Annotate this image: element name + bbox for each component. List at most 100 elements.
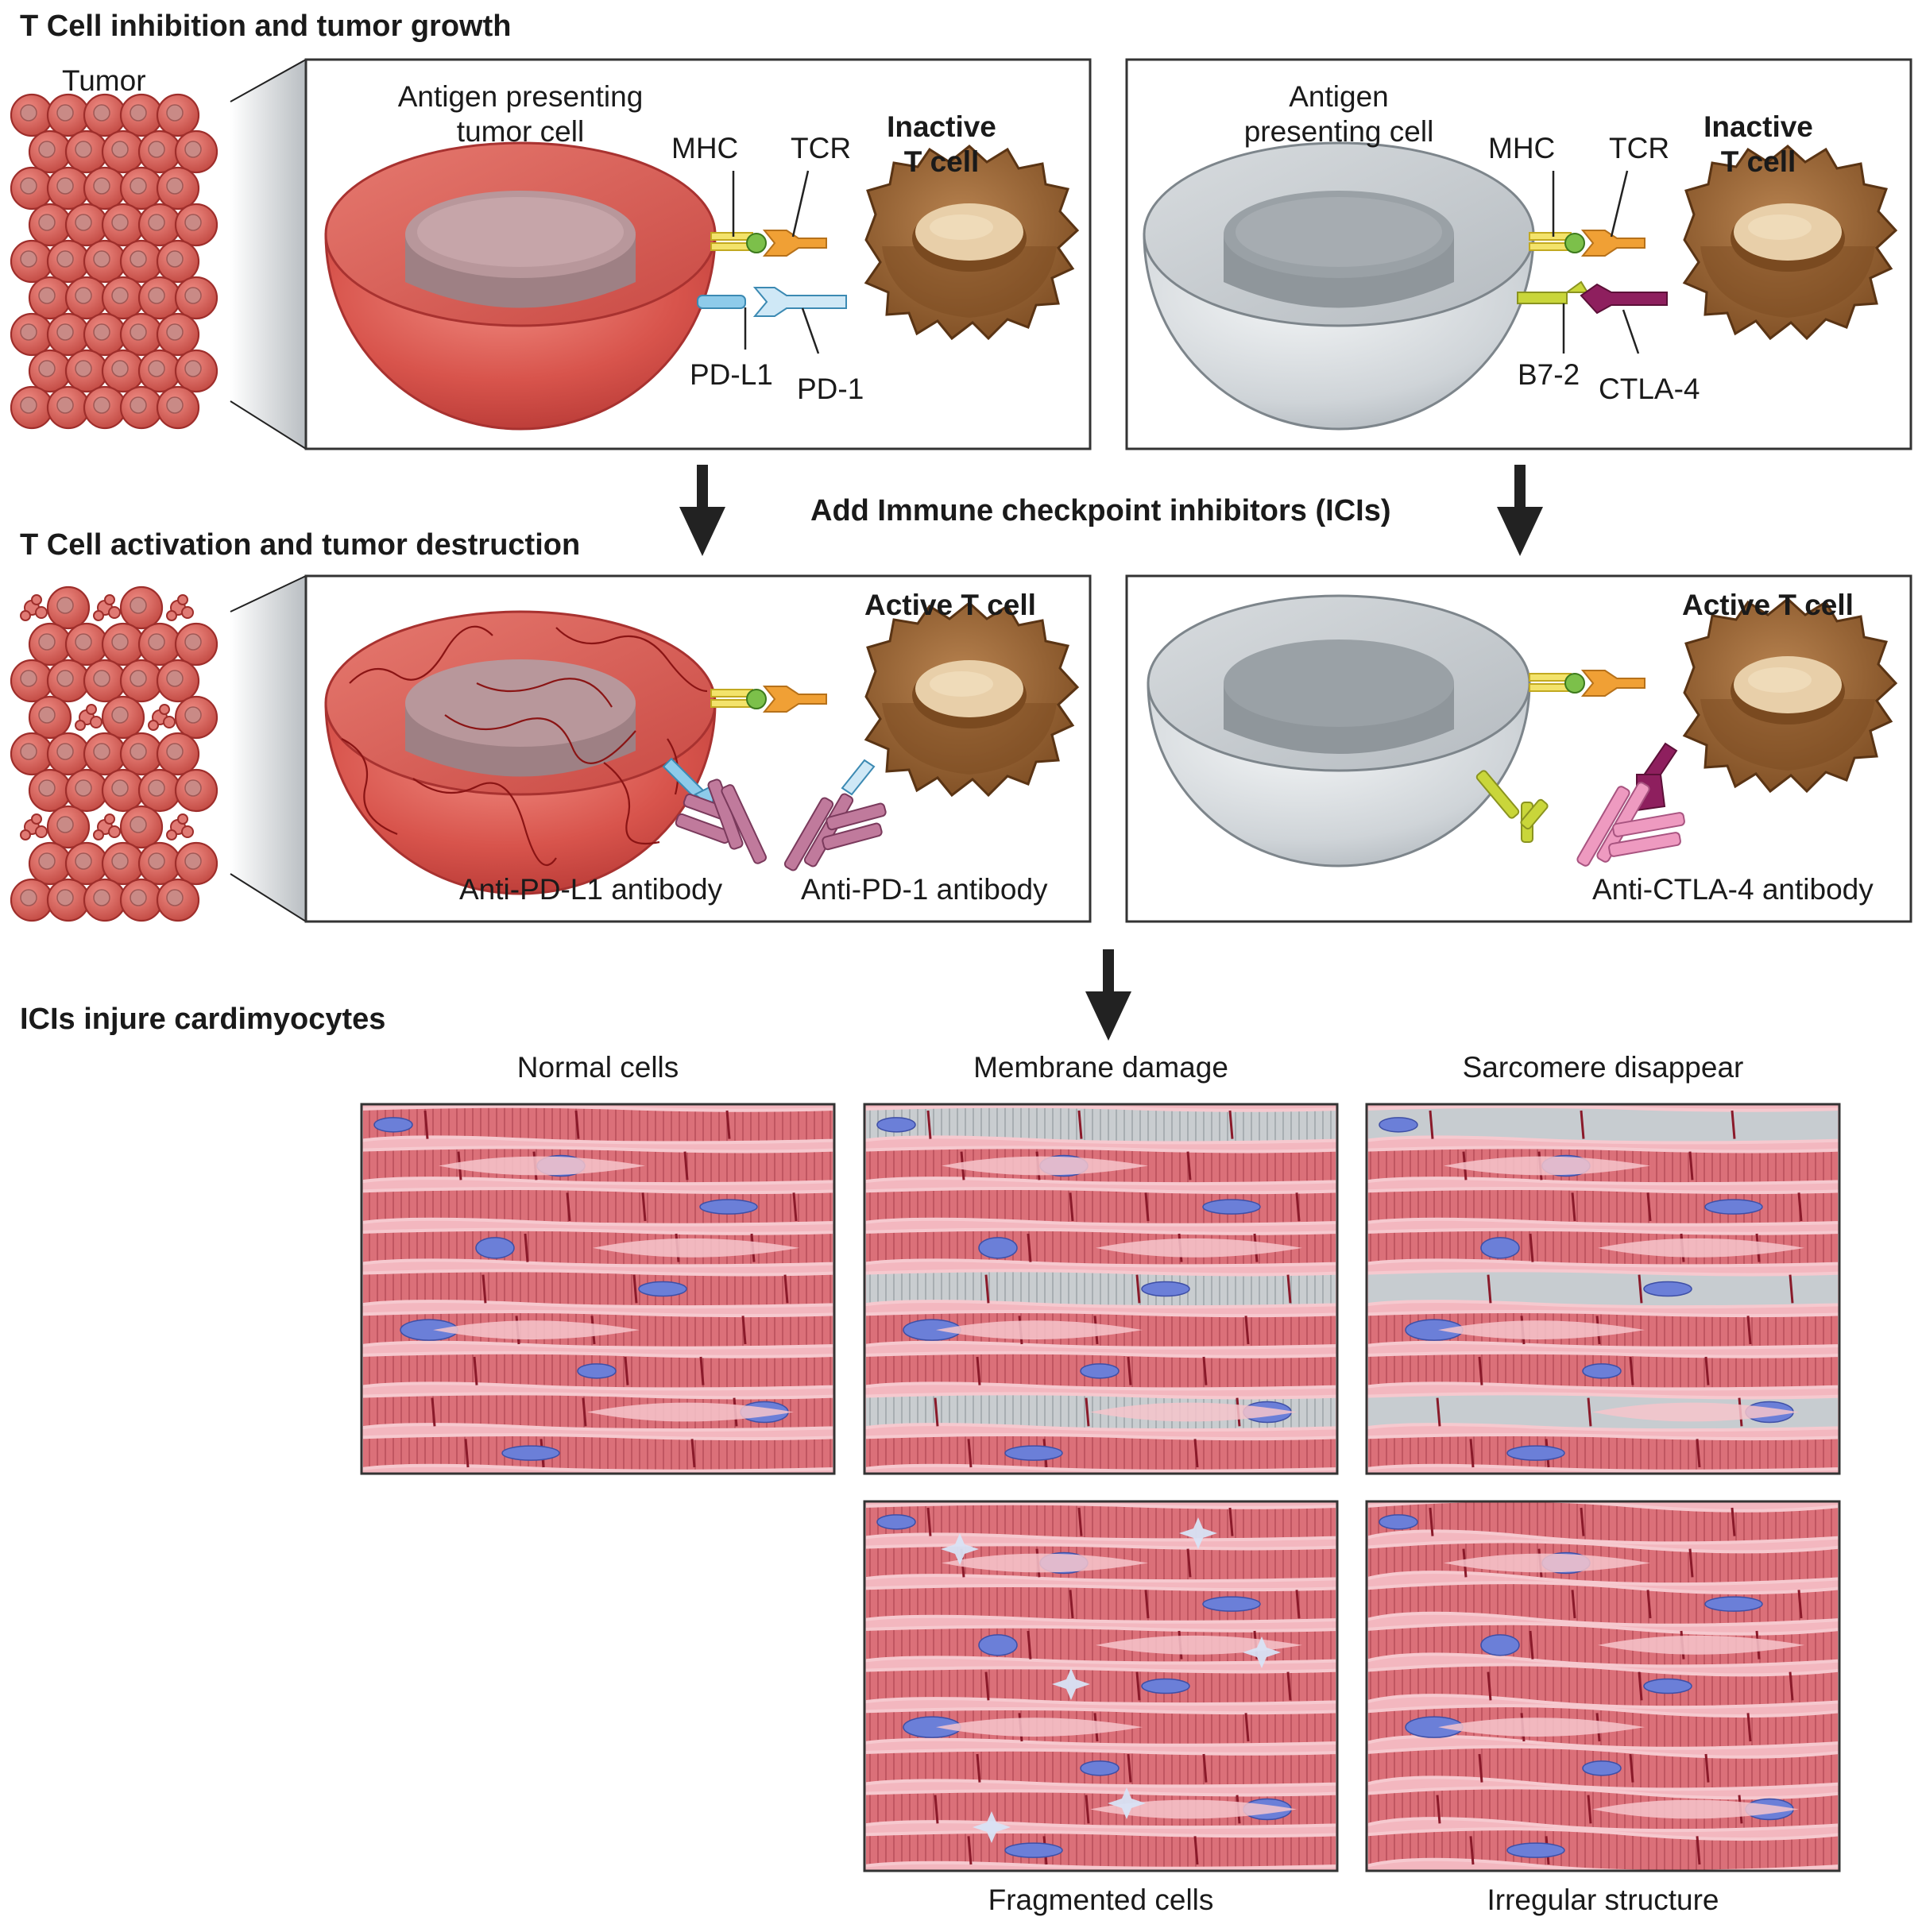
nucleus — [1506, 1445, 1565, 1461]
tumor-cell — [10, 385, 54, 430]
anti-pd1-antibody — [783, 759, 887, 871]
tissue-panel-fragmented — [863, 1500, 1339, 1872]
anti-pd1-label: Anti-PD-1 antibody — [801, 873, 1048, 906]
nucleus — [501, 1445, 560, 1461]
apoptotic-bodies — [166, 594, 194, 621]
apoptotic-bodies — [166, 813, 194, 840]
tumor-cell — [137, 841, 182, 886]
tissue-panel-membrane — [863, 1103, 1339, 1475]
muscle-fiber — [864, 1104, 1337, 1145]
tumor-cell — [174, 203, 218, 247]
muscle-fiber — [362, 1269, 834, 1309]
active-tcell-label-c: Active T cell — [864, 589, 1036, 621]
tumor-cell — [156, 239, 200, 284]
nucleus — [1141, 1281, 1190, 1297]
nucleus — [1582, 1760, 1622, 1776]
tumor-cell — [10, 659, 54, 703]
tumor-cell — [156, 312, 200, 357]
apc-label-b-line1: Antigen — [1289, 80, 1389, 113]
nucleus — [1004, 1445, 1063, 1461]
tumor-cell — [137, 768, 182, 813]
muscle-fiber — [1367, 1433, 1839, 1473]
inactive-tcell-label-b-line1: Inactive — [1704, 110, 1813, 143]
tumor-cell — [174, 841, 218, 886]
tissue-panel-irregular — [1365, 1500, 1841, 1872]
tumor-cell — [64, 768, 109, 813]
tumor-cell — [10, 93, 54, 137]
tumor-cell — [28, 203, 72, 247]
muscle-fiber — [1367, 1104, 1839, 1145]
section-title-injury: ICIs injure cardimyocytes — [20, 1003, 386, 1036]
ici-label: Add Immune checkpoint inhibitors (ICIs) — [810, 494, 1391, 527]
tumor-cell — [28, 349, 72, 393]
muscle-fiber — [1367, 1501, 1839, 1545]
tumor-cell — [174, 276, 218, 320]
zoom-funnel-top — [230, 60, 306, 449]
anti-ctla4-label: Anti-CTLA-4 antibody — [1592, 873, 1874, 906]
tumor-cell — [101, 276, 145, 320]
tumor-cell — [119, 585, 164, 630]
tumor-cell — [119, 732, 164, 776]
apc-label-b: Antigen presenting cell — [1216, 79, 1462, 150]
tumor-cell — [119, 312, 164, 357]
tumor-cell — [46, 166, 91, 211]
muscle-fiber — [864, 1501, 1337, 1542]
tumor-cell — [28, 129, 72, 174]
tumor-cell — [10, 239, 54, 284]
nucleus — [638, 1281, 687, 1297]
tumor-cell — [64, 203, 109, 247]
fragment-sparkle — [1243, 1636, 1281, 1668]
tumor-cell — [64, 841, 109, 886]
mhc-tcr-complex-b — [1529, 230, 1645, 257]
tumor-apc-cell — [324, 141, 717, 431]
nucleus — [1080, 1760, 1120, 1776]
pdl1-pd1-complex — [697, 287, 847, 317]
arrow-down-right — [1497, 465, 1543, 556]
muscle-fiber — [362, 1433, 834, 1473]
tumor-cell — [174, 622, 218, 667]
tissue-label-normal: Normal cells — [516, 1051, 679, 1084]
apoptotic-bodies — [75, 704, 102, 731]
tumor-cell — [46, 878, 91, 922]
tumor-cell — [137, 276, 182, 320]
muscle-fiber — [362, 1187, 834, 1227]
nucleus — [1004, 1842, 1063, 1858]
muscle-fiber — [864, 1584, 1337, 1624]
tumor-cell — [174, 349, 218, 393]
zoom-funnel-mid — [230, 576, 306, 922]
tumor-cell — [10, 732, 54, 776]
apoptotic-bodies — [93, 813, 121, 840]
muscle-fiber — [1367, 1663, 1839, 1710]
apc-cell-b — [1143, 141, 1535, 431]
tumor-cell — [137, 129, 182, 174]
tumor-cell — [156, 166, 200, 211]
nucleus — [1202, 1596, 1261, 1612]
tumor-cell — [119, 878, 164, 922]
muscle-fiber — [864, 1830, 1337, 1870]
anti-ctla4-antibody — [1576, 742, 1685, 867]
tcr-label-b: TCR — [1609, 132, 1670, 164]
tumor-cell — [83, 878, 127, 922]
fragment-sparkle — [941, 1533, 979, 1565]
apoptotic-bodies — [148, 704, 176, 731]
tissue-label-membrane: Membrane damage — [973, 1051, 1228, 1084]
inactive-tcell-label-a: Inactive T cell — [874, 110, 1009, 180]
tumor-cell — [174, 695, 218, 740]
tumor-cell — [46, 659, 91, 703]
tumor-cell — [83, 166, 127, 211]
active-tcell-label-d: Active T cell — [1682, 589, 1854, 621]
tumor-cell — [137, 203, 182, 247]
tumor-cell — [156, 93, 200, 137]
nucleus — [876, 1117, 916, 1133]
muscle-fiber — [864, 1666, 1337, 1706]
tumor-cell — [10, 878, 54, 922]
section-title-inhibition: T Cell inhibition and tumor growth — [20, 10, 512, 43]
nucleus — [876, 1514, 916, 1530]
fragment-sparkle — [1108, 1787, 1146, 1819]
inactive-tcell-label-b-line2: T cell — [1720, 145, 1796, 179]
apc-label-a-line1: Antigen presenting — [397, 80, 644, 113]
tumor-cell — [10, 166, 54, 211]
tumor-cell — [156, 659, 200, 703]
nucleus — [978, 1237, 1018, 1259]
